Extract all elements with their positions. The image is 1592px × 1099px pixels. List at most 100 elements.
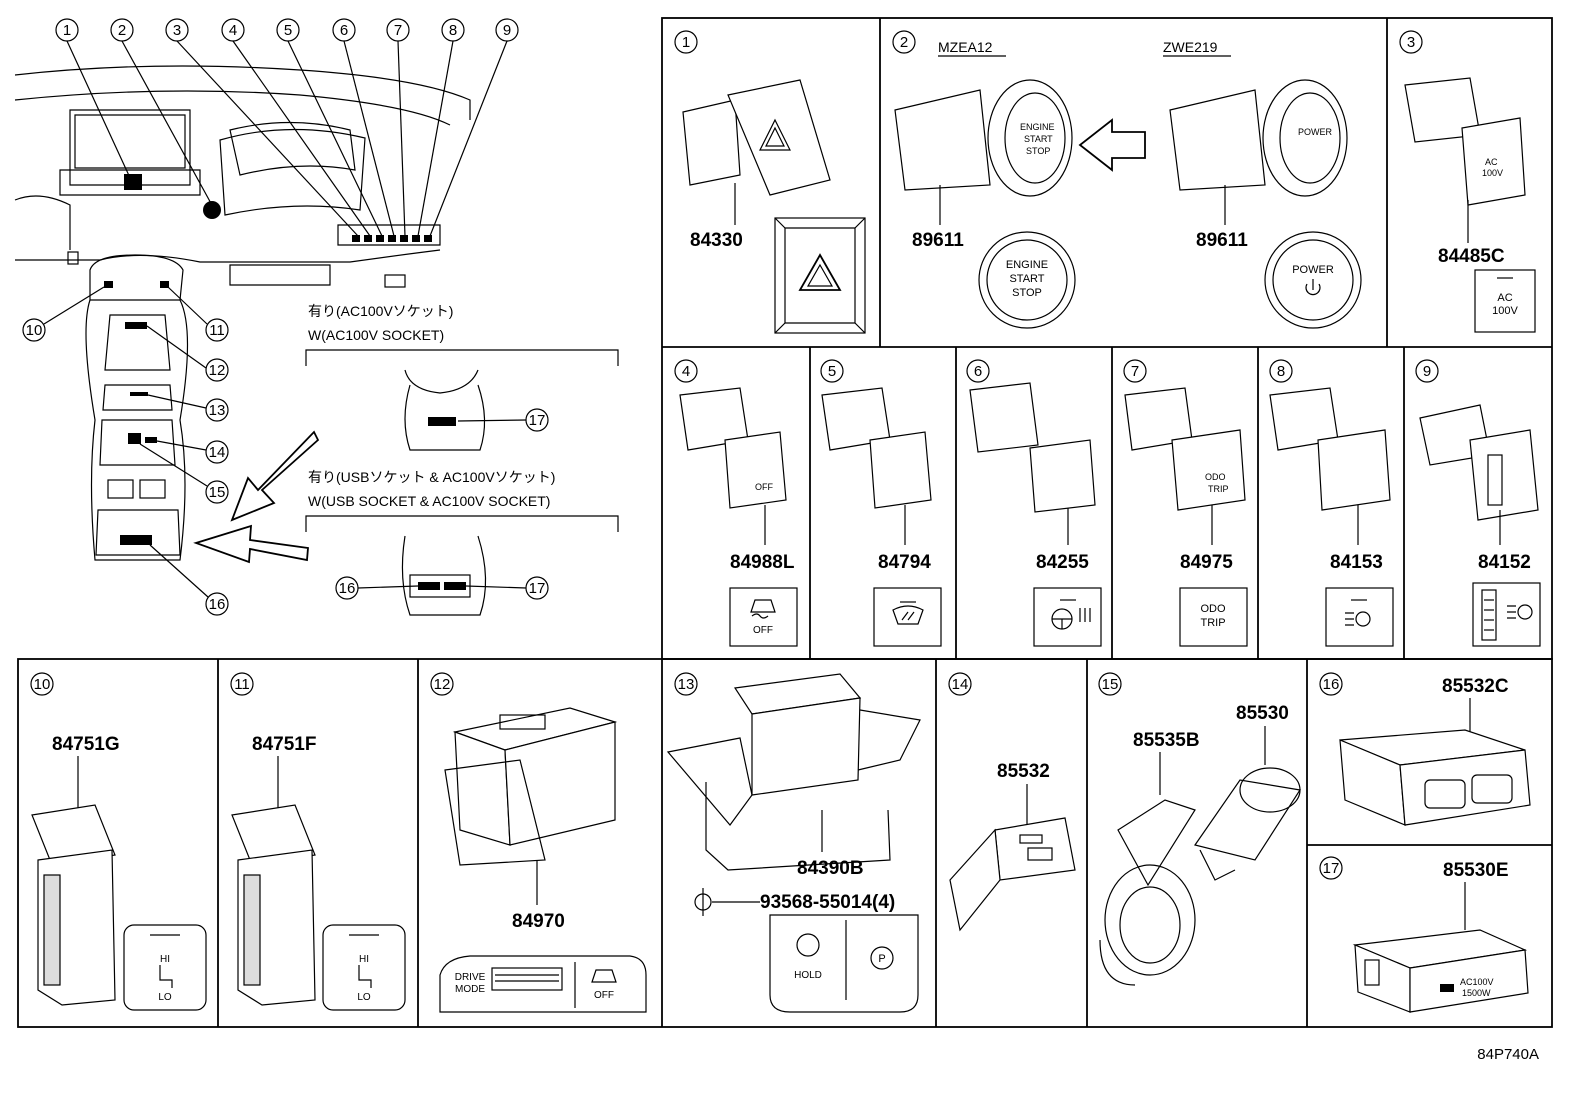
callout-17a: 17 [529, 412, 546, 429]
p7-odo-label: ODO [1200, 603, 1226, 615]
panel-17-number: 17 [1323, 860, 1340, 877]
panel-9: 9 84152 [1415, 359, 1541, 647]
panel-15-number: 15 [1102, 676, 1119, 693]
variant-a-jp: 有り(AC100Vソケット) [308, 303, 453, 319]
part-84153: 84153 [1330, 552, 1383, 573]
part-85532c: 85532C [1442, 676, 1509, 697]
p11-lo: LO [357, 992, 371, 1003]
callout-1: 1 [63, 22, 71, 39]
callout-6: 6 [340, 22, 348, 39]
figure-code: 84P740A [1477, 1046, 1539, 1063]
overview-arrows [193, 430, 320, 564]
callout-4: 4 [229, 22, 237, 39]
ac-small-2: 100V [1482, 168, 1503, 178]
screw-icon [694, 888, 712, 916]
panel-16: 16 85532C [1319, 672, 1531, 826]
part-84988l: 84988L [730, 552, 795, 573]
panel-4: 4 OFF 84988L OFF [674, 359, 798, 647]
panel-2-number: 2 [900, 34, 908, 51]
ac-small-1: AC [1485, 157, 1498, 167]
callout-16: 16 [209, 596, 226, 613]
usb-socket-drawing [949, 817, 1076, 932]
part-84794: 84794 [878, 552, 931, 573]
panel-17: 17 85530E AC100V 1500W [1319, 856, 1529, 1013]
part-89611-a: 89611 [912, 230, 964, 251]
variant-b-jp: 有り(USBソケット & AC100Vソケット) [308, 469, 555, 485]
panel-13-number: 13 [678, 676, 695, 693]
power-switch-drawing: POWER [1169, 79, 1348, 197]
overview-top-callouts: 1 2 3 4 5 6 7 8 9 [55, 18, 519, 42]
parking-p-icon: P [878, 953, 885, 965]
part-84152: 84152 [1478, 552, 1531, 573]
p7-small-trip: TRIP [1208, 484, 1229, 494]
panel-6-number: 6 [974, 363, 982, 380]
overview-side-callouts: 10 11 12 13 14 15 16 [22, 286, 229, 616]
p13-hold: HOLD [794, 970, 822, 981]
panel-14-number: 14 [952, 676, 969, 693]
overview-drawing: 1 2 3 4 5 6 7 8 9 [14, 18, 619, 616]
model-mzea12: MZEA12 [938, 39, 993, 55]
ac-outlet-drawing: AC100V 1500W [1352, 929, 1529, 1013]
variant-a-en: W(AC100V SOCKET) [308, 327, 444, 343]
power-btn-small: POWER [1298, 127, 1333, 137]
callout-9: 9 [503, 22, 511, 39]
panel-12-number: 12 [434, 676, 451, 693]
traction-off-icon [750, 599, 776, 619]
callout-5: 5 [284, 22, 292, 39]
panel-10: 10 84751G HI LO [30, 672, 207, 1011]
start-btn-line1: ENGINE [1020, 122, 1055, 132]
dashboard-outline [14, 65, 471, 288]
ac100v-switch-drawing: AC 100V [1404, 77, 1526, 206]
callout-2: 2 [118, 22, 126, 39]
hazard-switch-drawing [682, 79, 831, 196]
variant-b-en: W(USB SOCKET & AC100V SOCKET) [308, 493, 550, 509]
callout-10: 10 [26, 322, 43, 339]
ac100v-icon: AC 100V [1474, 269, 1536, 333]
callout-7: 7 [394, 22, 402, 39]
panel-10-number: 10 [34, 676, 51, 693]
drive-mode-switch-drawing [444, 707, 618, 866]
panel-2: 2 MZEA12 ZWE219 ENGINE START STOP 89611 … [892, 30, 1362, 329]
brake-hold-switch-drawing [666, 673, 921, 871]
callout-17b: 17 [529, 580, 546, 597]
panel-8: 8 84153 [1269, 359, 1394, 647]
p12-off: OFF [594, 990, 614, 1001]
drive-mode-icon: DRIVE MODE OFF [439, 955, 647, 1013]
cigar-socket-drawing [1194, 767, 1301, 881]
heated-steering-icon [1051, 599, 1091, 630]
part-84975: 84975 [1180, 552, 1233, 573]
part-85530e: 85530E [1443, 860, 1509, 881]
engine-start-switch-drawing: ENGINE START STOP [894, 79, 1073, 197]
p10-hi: HI [160, 954, 170, 965]
model-zwe219: ZWE219 [1163, 39, 1218, 55]
socket-lid-drawing [1099, 799, 1196, 986]
rear-defog-icon [892, 601, 924, 625]
start-btn-line2: START [1024, 134, 1053, 144]
esb-1: ENGINE [1006, 259, 1048, 271]
part-85530: 85530 [1236, 703, 1289, 724]
engine-start-stop-icon: ENGINE START STOP [978, 231, 1076, 329]
panel-4-number: 4 [682, 363, 690, 380]
panel-15: 15 85535B 85530 [1098, 672, 1301, 986]
panel-12: 12 84970 DRIVE MODE OFF [430, 672, 647, 1013]
panel-7-number: 7 [1131, 363, 1139, 380]
panel-11: 11 84751F HI LO [230, 672, 406, 1011]
panel-5-number: 5 [828, 363, 836, 380]
part-84330: 84330 [690, 230, 743, 251]
panel-14: 14 85532 [948, 672, 1076, 932]
start-btn-line3: STOP [1026, 146, 1050, 156]
hazard-icon [774, 217, 866, 334]
variant-usb-ac100v: 有り(USBソケット & AC100Vソケット) W(USB SOCKET & … [305, 469, 619, 616]
part-84751g: 84751G [52, 734, 120, 755]
part-85535b: 85535B [1133, 730, 1200, 751]
panel-8-number: 8 [1277, 363, 1285, 380]
part-84390b: 84390B [797, 858, 864, 879]
power-button-icon: POWER [1264, 231, 1362, 329]
callout-12: 12 [209, 362, 226, 379]
part-84751f: 84751F [252, 734, 316, 755]
p11-hi: HI [359, 954, 369, 965]
callout-3: 3 [173, 22, 181, 39]
ac-label-2: 100V [1492, 305, 1518, 317]
callout-16b: 16 [339, 580, 356, 597]
